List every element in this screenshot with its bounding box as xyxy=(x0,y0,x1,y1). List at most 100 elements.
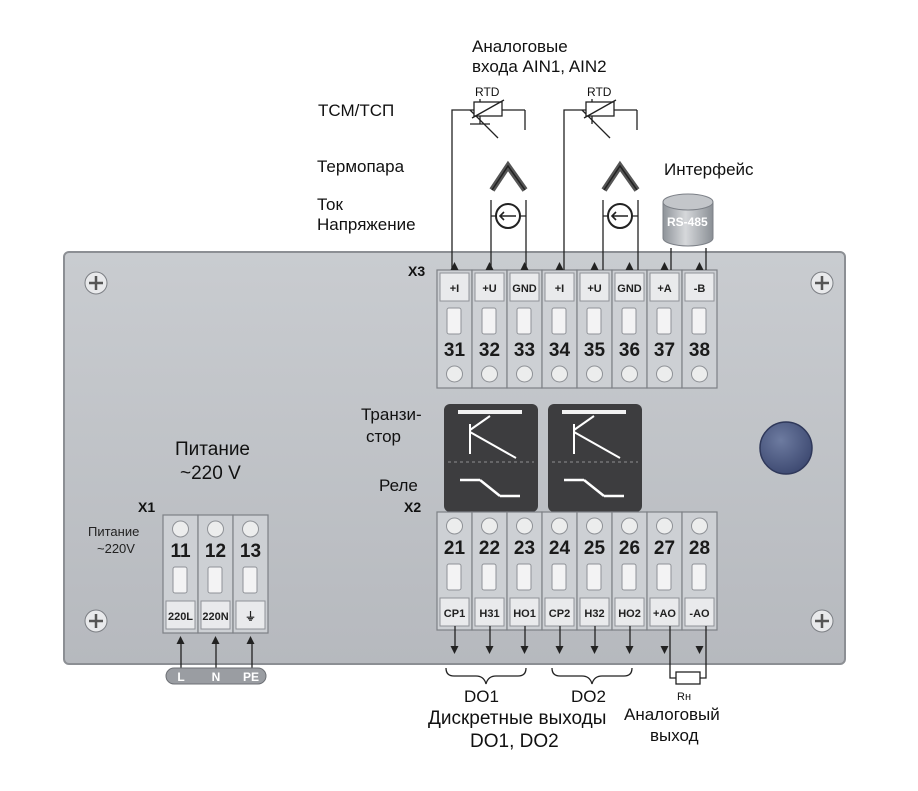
terminal-signal-label: H31 xyxy=(479,608,499,620)
terminal-31[interactable]: +I31 xyxy=(436,269,473,389)
discrete-outputs-line1: Дискретные выходы xyxy=(428,708,606,729)
analog-inputs-title-line2: входа AIN1, AIN2 xyxy=(472,57,607,76)
terminal-27[interactable]: 27+AO xyxy=(646,511,683,631)
transistor-label-line1: Транзи- xyxy=(361,405,422,424)
screw-terminal[interactable] xyxy=(586,365,603,383)
block-label-x1: X1 xyxy=(138,499,155,515)
do2-label: DO2 xyxy=(571,687,606,706)
terminal-signal-label: +U xyxy=(587,283,601,295)
terminal-number: 33 xyxy=(514,340,535,361)
arrow-up-icon xyxy=(555,262,564,270)
arrow-down-icon xyxy=(625,646,634,654)
terminal-signal-label: 220L xyxy=(168,611,193,623)
screw-icon xyxy=(810,609,834,633)
block-label-x2: X2 xyxy=(404,499,421,515)
terminal-37[interactable]: +A37 xyxy=(646,269,683,389)
terminal-signal-label: +I xyxy=(555,283,564,295)
current-source-icon xyxy=(491,203,526,229)
arrow-up-icon xyxy=(485,262,494,270)
terminal-signal-label: +I xyxy=(450,283,459,295)
screw-terminal[interactable] xyxy=(516,517,533,535)
terminal-11[interactable]: 11 220L xyxy=(162,514,199,634)
terminal-signal-label: 220N xyxy=(202,611,228,623)
screw-terminal[interactable] xyxy=(586,517,603,535)
screw-terminal[interactable] xyxy=(207,520,224,538)
terminal-signal-label: CP2 xyxy=(549,608,570,620)
terminal-number: 11 xyxy=(170,541,191,562)
screw-terminal[interactable] xyxy=(172,520,189,538)
screw-terminal[interactable] xyxy=(516,365,533,383)
arrow-up-icon xyxy=(176,636,185,644)
terminal-28[interactable]: 28-AO xyxy=(681,511,718,631)
terminal-signal-label: HO1 xyxy=(513,608,536,620)
arrow-down-icon xyxy=(660,646,669,654)
thermocouple-icon xyxy=(489,160,528,192)
load-resistor xyxy=(675,671,701,685)
arrow-up-icon xyxy=(450,262,459,270)
arrow-up-icon xyxy=(660,262,669,270)
screw-terminal[interactable] xyxy=(242,520,259,538)
power-pin-label: N xyxy=(212,670,221,684)
terminal-number: 34 xyxy=(549,340,571,361)
terminal-32[interactable]: +U32 xyxy=(471,269,508,389)
terminal-signal-label: HO2 xyxy=(618,608,641,620)
terminal-signal-label: H32 xyxy=(584,608,604,620)
screw-terminal[interactable] xyxy=(621,365,638,383)
terminal-signal-label: ⏚ xyxy=(245,610,256,623)
screw-terminal[interactable] xyxy=(446,365,463,383)
arrow-up-icon xyxy=(590,262,599,270)
terminal-34[interactable]: +I 34 xyxy=(541,269,578,389)
load-label: Rн xyxy=(677,691,691,703)
terminal-number: 35 xyxy=(584,340,606,361)
power-title-line1: Питание xyxy=(175,439,250,460)
screw-terminal[interactable] xyxy=(446,517,463,535)
screw-icon xyxy=(810,271,834,295)
screw-terminal[interactable] xyxy=(481,365,498,383)
do1-label: DO1 xyxy=(464,687,499,706)
terminal-number: 12 xyxy=(205,541,226,562)
screw-terminal[interactable] xyxy=(691,365,708,383)
screw-icon xyxy=(84,609,108,633)
block-label-x3: X3 xyxy=(408,263,425,279)
terminal-38[interactable]: -B38 xyxy=(681,269,718,389)
rtd-symbol-2: RTD xyxy=(583,85,617,119)
screw-terminal[interactable] xyxy=(481,517,498,535)
terminal-block-x1: 11 220L 12 220N 13⏚ xyxy=(162,514,269,634)
analog-output-line1: Аналоговый xyxy=(624,705,720,724)
discrete-outputs-line2: DO1, DO2 xyxy=(470,731,559,752)
terminal-13[interactable]: 13⏚ xyxy=(232,514,269,634)
rs485-label: RS-485 xyxy=(667,215,708,229)
screw-terminal[interactable] xyxy=(551,517,568,535)
rtd-label: RTD xyxy=(587,85,612,99)
adjustment-knob xyxy=(759,421,813,475)
rtd-label: RTD xyxy=(475,85,500,99)
arrow-down-icon xyxy=(485,646,494,654)
screw-terminal[interactable] xyxy=(691,517,708,535)
current-label: Ток xyxy=(317,195,344,214)
terminal-number: 25 xyxy=(584,538,606,559)
screw-terminal[interactable] xyxy=(621,517,638,535)
screw-terminal[interactable] xyxy=(656,365,673,383)
terminal-35[interactable]: +U 35 xyxy=(576,269,613,389)
voltage-label: Напряжение xyxy=(317,215,416,234)
arrow-up-icon xyxy=(695,262,704,270)
terminal-signal-label: +U xyxy=(482,283,496,295)
arrow-down-icon xyxy=(450,646,459,654)
terminal-number: 24 xyxy=(549,538,571,559)
screw-terminal[interactable] xyxy=(656,517,673,535)
power-small-line1: Питание xyxy=(88,524,139,539)
screw-terminal[interactable] xyxy=(551,365,568,383)
terminal-12[interactable]: 12 220N xyxy=(197,514,234,634)
